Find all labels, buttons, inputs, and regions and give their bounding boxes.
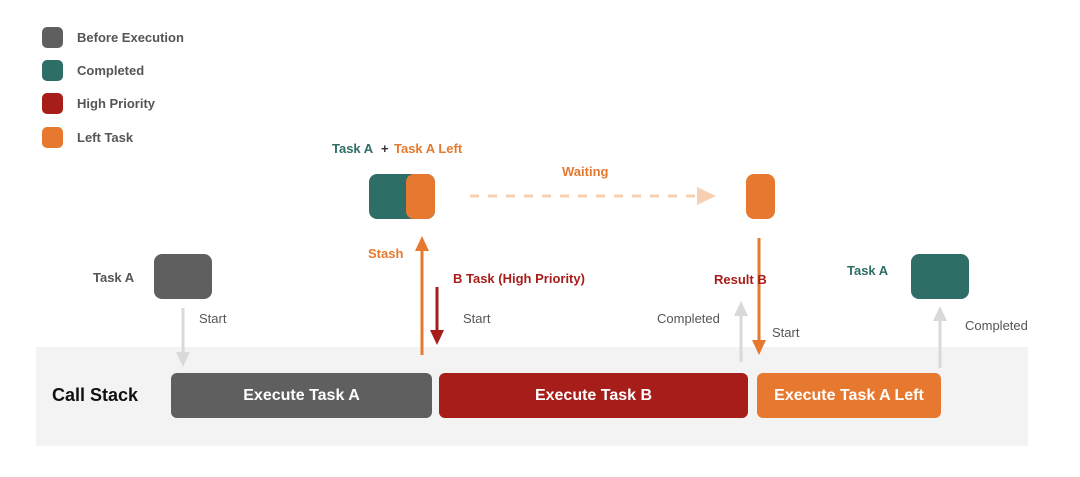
execute-task-b-bar: Execute Task B [439,373,748,418]
b-task-arrow [430,287,444,345]
waiting-arrow [470,187,716,205]
plus-sign: + [381,141,389,156]
execute-task-a-bar: Execute Task A [171,373,432,418]
legend-label: Before Execution [77,29,184,45]
legend-item-high-priority: High Priority [42,92,155,114]
legend-item-completed: Completed [42,59,144,81]
stash-arrow [415,236,429,355]
completed-label-a: Completed [965,318,1028,333]
task-a-left-part [406,174,435,219]
legend-label: Left Task [77,129,134,145]
stash-label: Stash [368,246,404,261]
waiting-label: Waiting [562,164,609,179]
legend-swatch-orange [42,126,63,148]
legend-label: High Priority [77,95,156,111]
legend-swatch-red [42,92,63,114]
call-stack-title: Call Stack [52,385,139,405]
legend-item-before-execution: Before Execution [42,26,184,48]
start-label-a: Start [199,311,227,326]
task-a-stashed-block [369,174,435,219]
completed-arrow-b [734,301,748,362]
task-a-left-block [746,174,775,219]
result-b-label: Result B [714,272,767,287]
legend-label: Completed [77,62,145,78]
start-label-b: Start [463,311,491,326]
start-label-a-left: Start [772,325,800,340]
start-arrow-a [176,308,190,367]
legend-swatch-teal [42,59,63,81]
b-task-label: B Task (High Priority) [453,271,585,286]
completed-label-b: Completed [657,311,720,326]
task-a-top-label: Task A [332,141,374,156]
completed-arrow-a [933,306,947,368]
result-b-arrow [752,238,766,355]
task-a-left-top-label: Task A Left [394,141,463,156]
task-a-block-before [154,254,212,299]
task-a-completed-label: Task A [847,263,889,278]
legend-swatch-gray [42,26,63,48]
task-a-left-side-label: Task A [93,270,135,285]
task-a-completed-block [911,254,969,299]
execute-task-a-left-bar: Execute Task A Left [757,373,941,418]
legend-item-left-task: Left Task [42,126,133,148]
